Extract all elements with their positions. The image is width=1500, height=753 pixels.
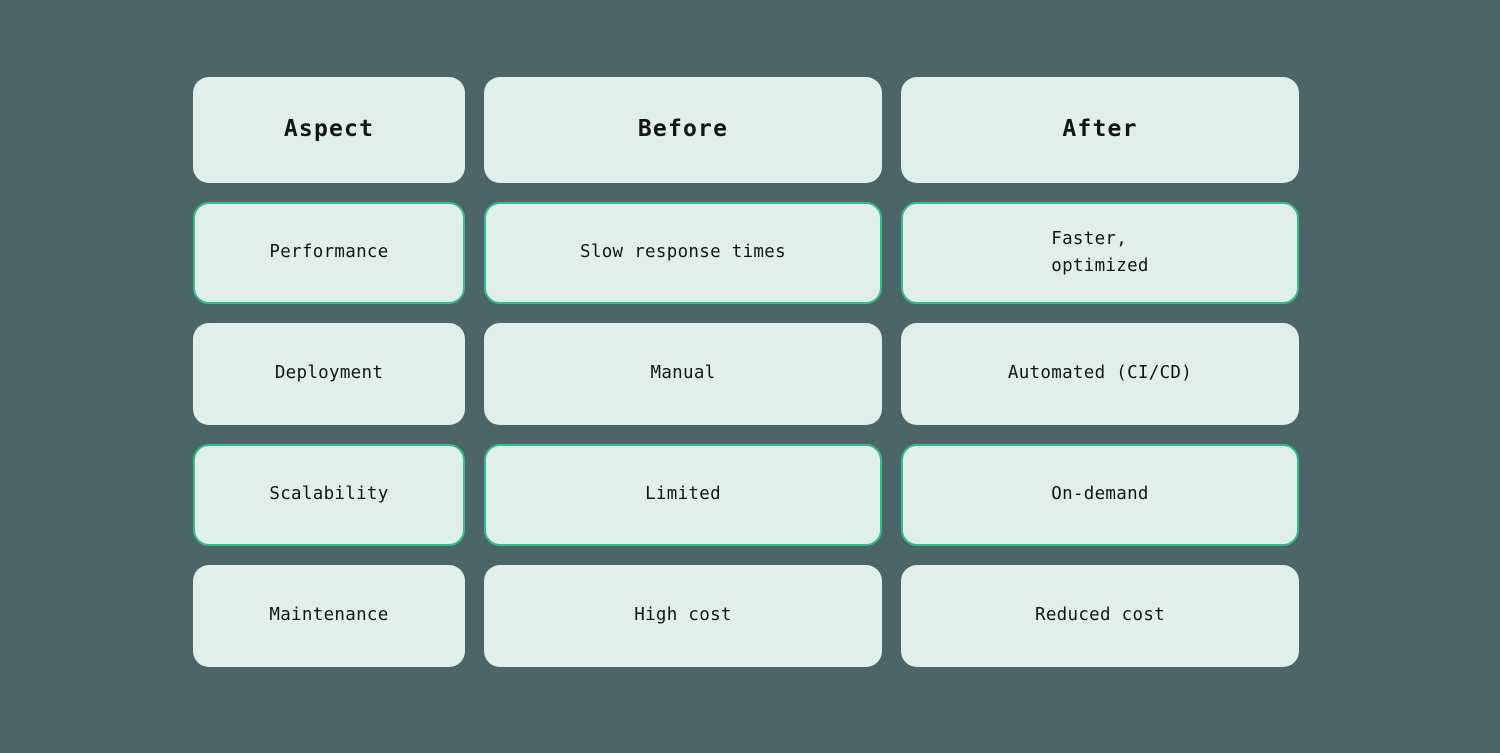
table-row: Deployment Manual Automated (CI/CD) [193,323,1309,425]
cell-after: Automated (CI/CD) [901,323,1299,425]
header-cell-after: After [901,77,1299,183]
cell-value-before: Limited [645,484,721,505]
cell-after: Reduced cost [901,565,1299,667]
cell-after: Faster, optimized [901,202,1299,304]
cell-after: On-demand [901,444,1299,546]
cell-before: Slow response times [484,202,882,304]
cell-before: Limited [484,444,882,546]
cell-value-after: On-demand [1051,484,1149,505]
cell-aspect: Performance [193,202,465,304]
cell-value-before: High cost [634,605,732,626]
header-label-aspect: Aspect [283,116,375,143]
header-label-before: Before [637,116,729,143]
comparison-grid: Aspect Before After Performance Slow res… [193,77,1309,667]
cell-aspect: Maintenance [193,565,465,667]
table-row: Performance Slow response times Faster, … [193,202,1309,304]
cell-aspect: Scalability [193,444,465,546]
cell-value-aspect: Maintenance [269,605,389,626]
header-label-after: After [1062,116,1138,143]
table-row: Maintenance High cost Reduced cost [193,565,1309,667]
header-cell-before: Before [484,77,882,183]
cell-value-after: Reduced cost [1034,605,1166,626]
cell-value-before: Manual [650,363,716,384]
cell-before: High cost [484,565,882,667]
cell-value-after: Faster, optimized [1051,228,1149,276]
cell-value-before: Slow response times [580,242,786,263]
cell-aspect: Deployment [193,323,465,425]
cell-before: Manual [484,323,882,425]
cell-value-aspect: Deployment [274,363,384,384]
table-header-row: Aspect Before After [193,77,1309,183]
table-row: Scalability Limited On-demand [193,444,1309,546]
cell-value-aspect: Scalability [269,484,389,505]
cell-value-after: Automated (CI/CD) [1007,363,1193,384]
cell-value-aspect: Performance [269,242,389,263]
header-cell-aspect: Aspect [193,77,465,183]
